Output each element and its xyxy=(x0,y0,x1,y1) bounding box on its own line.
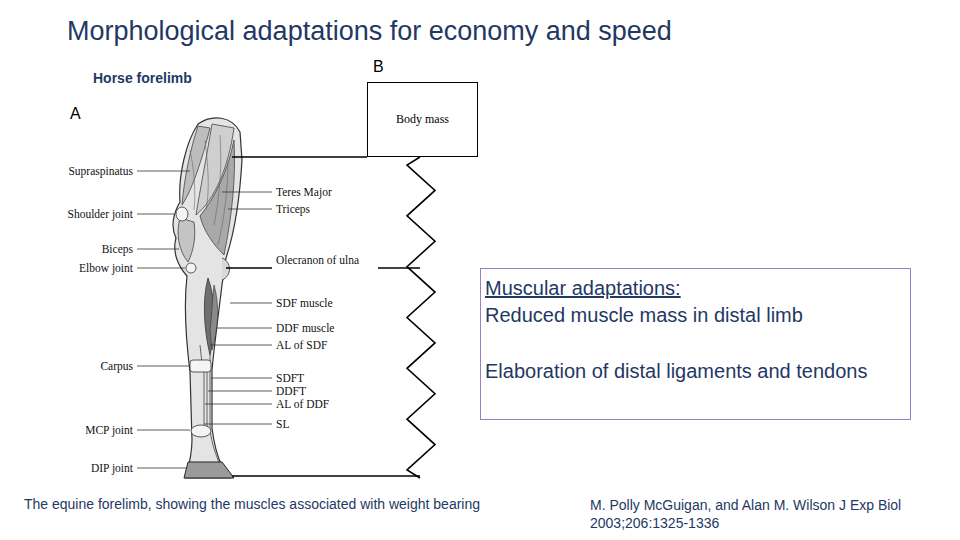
part-label: DDF muscle xyxy=(276,322,334,335)
joints xyxy=(176,207,211,437)
part-label: Biceps xyxy=(102,243,133,256)
part-label: Carpus xyxy=(100,360,133,373)
slide-title: Morphological adaptations for economy an… xyxy=(67,16,672,47)
panel-letter: B xyxy=(373,58,384,76)
biceps-muscle xyxy=(178,218,195,262)
part-label: DIP joint xyxy=(91,462,133,475)
text-box: Muscular adaptations:Reduced muscle mass… xyxy=(480,268,911,420)
box-text: Body mass xyxy=(396,112,449,127)
leader-lines xyxy=(137,171,272,468)
ddf-muscle xyxy=(210,285,218,350)
box-heading: Muscular adaptations: xyxy=(485,275,906,302)
part-label: Shoulder joint xyxy=(68,208,134,221)
part-label: SDF muscle xyxy=(276,297,333,310)
part-label: Triceps xyxy=(276,203,310,216)
spring xyxy=(407,157,435,478)
part-label: Elbow joint xyxy=(79,262,133,275)
part-label: AL of SDF xyxy=(276,339,327,352)
box-text: Reduced muscle mass in distal limb xyxy=(485,302,906,329)
part-label: AL of DDF xyxy=(276,398,329,411)
part-label: SL xyxy=(276,418,289,431)
part-label: MCP joint xyxy=(85,424,133,437)
level-lines xyxy=(226,157,420,476)
muscle-fibres xyxy=(190,135,228,245)
box-text: Elaboration of distal ligaments and tend… xyxy=(485,358,906,385)
triceps-muscle xyxy=(200,140,235,255)
part-label: SDFT xyxy=(276,372,304,385)
figure-caption: The equine forelimb, showing the muscles… xyxy=(24,496,480,512)
body-mass-box: Body mass xyxy=(367,82,478,157)
panel-letter: A xyxy=(70,105,81,123)
part-label: Supraspinatus xyxy=(68,165,133,178)
hoof xyxy=(184,462,234,478)
subtitle: Horse forelimb xyxy=(93,70,192,86)
part-label: Olecranon of ulna xyxy=(276,254,359,267)
olecranon xyxy=(222,258,230,280)
part-label: Teres Major xyxy=(276,186,332,199)
part-label: DDFT xyxy=(276,385,306,398)
citation: M. Polly McGuigan, and Alan M. Wilson J … xyxy=(590,496,930,532)
